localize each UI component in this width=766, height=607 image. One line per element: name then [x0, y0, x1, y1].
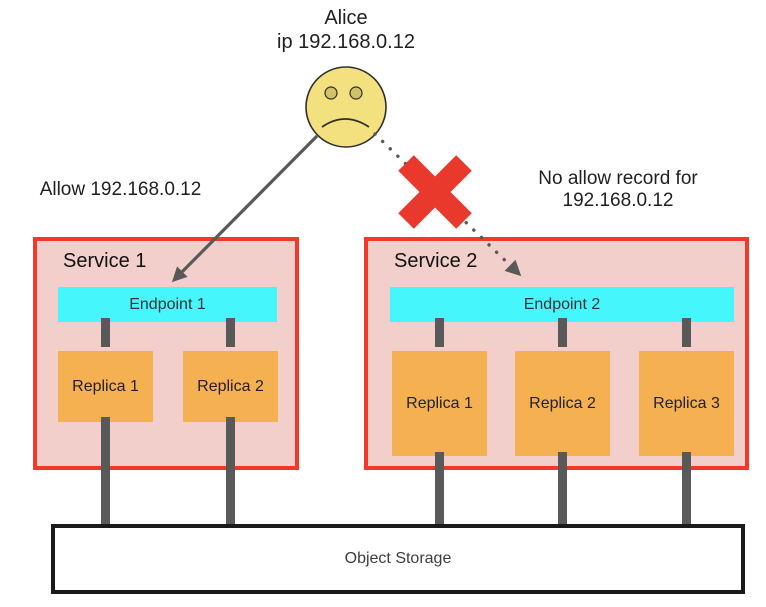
actor-label: Alice ip 192.168.0.12	[246, 6, 446, 54]
service-box-2: Service 2 Endpoint 2 Replica 1 Replica 2…	[364, 237, 749, 470]
sad-face-icon	[305, 66, 387, 148]
deny-annotation-line1: No allow record for	[538, 168, 698, 189]
allow-annotation-text: Allow 192.168.0.12	[39, 179, 202, 200]
replica-box: Replica 2	[183, 351, 278, 422]
connector-line	[682, 318, 691, 347]
block-x-icon	[398, 155, 472, 229]
connector-line	[101, 318, 110, 347]
object-storage-label: Object Storage	[344, 550, 452, 567]
endpoint-bar-1: Endpoint 1	[58, 287, 277, 322]
connector-line	[435, 452, 444, 527]
service-box-1: Service 1 Endpoint 1 Replica 1 Replica 2	[33, 237, 299, 470]
replica-box: Replica 1	[58, 351, 153, 422]
object-storage-box: Object Storage	[51, 524, 745, 594]
connector-line	[558, 318, 567, 347]
connector-line	[682, 452, 691, 527]
replica-box: Replica 2	[515, 351, 610, 456]
connector-line	[558, 452, 567, 527]
connector-line	[101, 417, 110, 527]
service-1-title: Service 1	[63, 250, 147, 272]
connector-line	[226, 318, 235, 347]
actor-name: Alice	[324, 7, 368, 29]
connector-line	[435, 318, 444, 347]
actor-ip: ip 192.168.0.12	[277, 31, 415, 53]
replica-box: Replica 3	[639, 351, 734, 456]
replica-box: Replica 1	[392, 351, 487, 456]
endpoint-bar-2: Endpoint 2	[390, 287, 734, 322]
connector-line	[226, 417, 235, 527]
allow-annotation: Allow 192.168.0.12	[18, 179, 223, 201]
deny-annotation-line2: 192.168.0.12	[562, 190, 674, 211]
service-2-title: Service 2	[394, 250, 478, 272]
deny-annotation: No allow record for 192.168.0.12	[513, 168, 723, 212]
